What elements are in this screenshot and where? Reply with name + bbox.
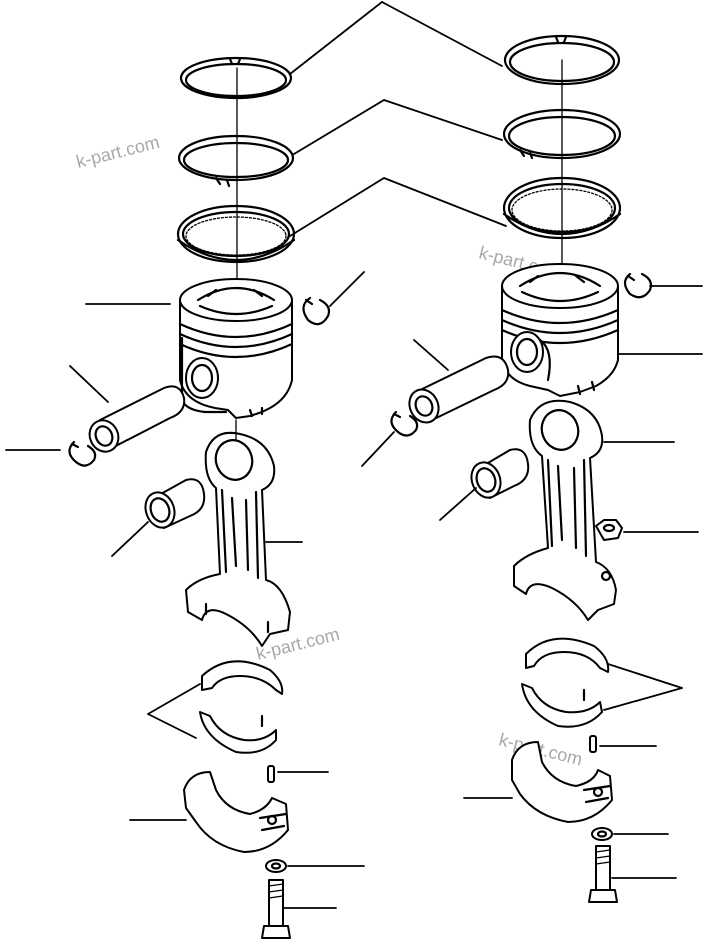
watermark-1: k-part.com bbox=[74, 132, 161, 172]
right-dowel-pin bbox=[589, 735, 597, 753]
leader-bushing-left bbox=[111, 521, 149, 557]
right-rod-bearing-upper bbox=[525, 637, 610, 673]
left-pin-bushing bbox=[144, 478, 206, 529]
leader-ring-oil-right bbox=[383, 177, 507, 227]
left-piston-pin bbox=[88, 385, 186, 453]
left-piston bbox=[178, 278, 294, 419]
leader-bearings-left bbox=[147, 683, 201, 739]
right-leader-lines bbox=[361, 1, 703, 879]
right-piston bbox=[500, 263, 620, 397]
right-rod-cap bbox=[511, 741, 613, 823]
left-connecting-rod bbox=[185, 419, 291, 647]
right-rod-bolt bbox=[588, 845, 618, 903]
left-piston-ring-second bbox=[177, 134, 295, 188]
leader-ring-top-left bbox=[289, 1, 383, 75]
left-piston-ring-oil bbox=[176, 204, 296, 264]
right-piston-ring-oil bbox=[502, 176, 622, 240]
leader-ring-second-right bbox=[383, 99, 503, 141]
right-connecting-rod bbox=[513, 399, 617, 621]
left-piston-ring-top bbox=[179, 56, 293, 100]
leader-piston-pin-left bbox=[69, 365, 109, 403]
left-rod-cap bbox=[183, 771, 289, 853]
leader-ring-top-right bbox=[381, 1, 503, 67]
leader-bushing-right bbox=[439, 487, 477, 521]
right-nut bbox=[595, 519, 623, 541]
left-snap-ring-upper bbox=[302, 296, 331, 326]
right-piston-pin bbox=[408, 355, 510, 424]
left-leader-lines bbox=[5, 1, 385, 909]
left-rod-bearing-lower bbox=[199, 711, 277, 754]
leader-piston-pin-right bbox=[413, 339, 449, 371]
right-piston-ring-top bbox=[503, 34, 621, 86]
leader-bearings-right bbox=[603, 663, 683, 711]
right-assembly bbox=[361, 1, 703, 903]
left-rod-bolt bbox=[261, 879, 291, 939]
leader-snap-ring-upper-left bbox=[329, 271, 365, 307]
right-piston-ring-second bbox=[502, 108, 622, 160]
right-snap-ring-upper bbox=[623, 272, 653, 299]
leader-snap-ring-lower-right bbox=[361, 431, 395, 467]
right-snap-ring-lower bbox=[390, 410, 419, 437]
leader-ring-oil-left bbox=[289, 177, 385, 237]
right-pin-bushing bbox=[470, 448, 530, 499]
left-snap-ring-lower bbox=[68, 440, 97, 467]
right-rod-bearing-lower bbox=[521, 683, 603, 728]
leader-ring-second-left bbox=[293, 99, 385, 155]
left-washer bbox=[265, 859, 287, 873]
left-assembly bbox=[5, 1, 385, 939]
left-rod-bearing-upper bbox=[201, 660, 284, 695]
right-washer bbox=[591, 827, 613, 841]
left-dowel-pin bbox=[267, 765, 275, 783]
